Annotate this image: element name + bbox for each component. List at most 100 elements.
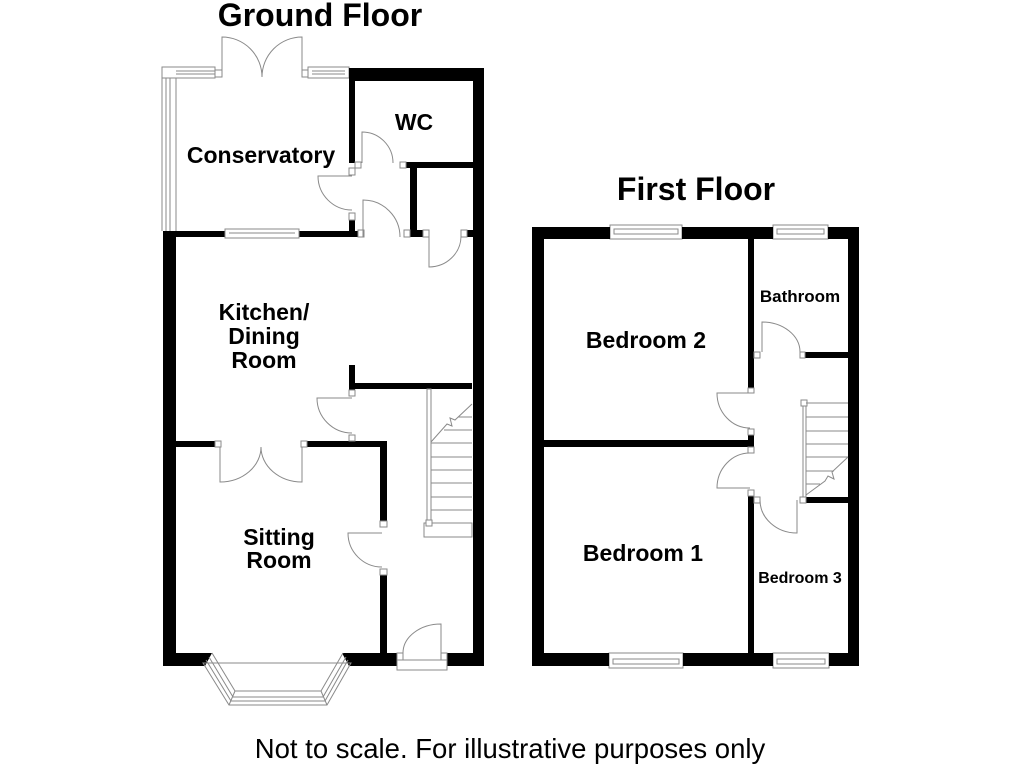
door-jamb xyxy=(214,440,222,448)
room-label-bathroom: Bathroom xyxy=(760,287,840,306)
hall-door-swing xyxy=(362,199,401,238)
door-jamb xyxy=(460,229,468,238)
door-jamb xyxy=(753,496,761,504)
wall-segment xyxy=(748,239,754,388)
door-jamb xyxy=(799,496,807,504)
ground-floor-staircase xyxy=(423,388,473,538)
room-label-bedroom-1: Bedroom 1 xyxy=(583,540,703,566)
sitting-room-door-swing xyxy=(347,532,383,568)
wall-segment xyxy=(806,497,848,503)
french-door-swing xyxy=(219,446,262,483)
first-floor: First Floor xyxy=(532,171,859,669)
door-jamb xyxy=(379,520,388,528)
front-door-swing xyxy=(402,623,442,654)
room-label-sitting-line-1: Sitting xyxy=(243,524,315,550)
wall-segment xyxy=(848,227,859,666)
room-label-bedroom-2: Bedroom 2 xyxy=(586,327,706,353)
door-jamb xyxy=(379,568,388,576)
room-label-kitchen-line-3: Room xyxy=(231,347,296,373)
conservatory-door-swing xyxy=(317,175,353,211)
wall-segment xyxy=(307,441,387,447)
french-door-swing xyxy=(261,36,303,78)
room-label-wc: WC xyxy=(395,109,433,135)
bay-window-pane xyxy=(208,656,347,698)
cupboard-door-swing xyxy=(428,235,462,268)
window xyxy=(772,224,829,240)
wc-door-swing xyxy=(361,131,394,164)
door-jamb xyxy=(399,161,407,169)
ground-floor: Ground Floor xyxy=(161,0,484,706)
door-jamb xyxy=(300,440,308,448)
room-label-conservatory: Conservatory xyxy=(187,142,335,168)
wall-segment xyxy=(532,227,544,666)
wall-segment xyxy=(683,653,773,666)
window-pane xyxy=(612,658,680,665)
french-door-swing xyxy=(260,446,303,483)
wall-segment xyxy=(406,162,473,168)
first-floor-staircase xyxy=(800,399,849,498)
wall-segment xyxy=(473,68,484,666)
bay-window xyxy=(202,652,352,706)
door-jamb xyxy=(747,387,755,394)
conservatory-side-window xyxy=(161,66,177,231)
wall-segment xyxy=(532,227,610,239)
wall-segment xyxy=(380,441,387,521)
window xyxy=(609,224,683,240)
wall-segment xyxy=(410,162,417,237)
door-jamb xyxy=(753,351,761,359)
door-jamb xyxy=(348,389,356,397)
bay-window-inner xyxy=(211,652,344,692)
wall-segment xyxy=(532,653,609,666)
door-jamb xyxy=(396,652,404,661)
first-floor-walls xyxy=(532,227,859,666)
wall-segment xyxy=(299,231,358,237)
wall-segment xyxy=(410,230,423,237)
window xyxy=(772,652,830,669)
stair-newel-post xyxy=(425,519,433,527)
wall-segment xyxy=(176,441,215,447)
disclaimer-text: Not to scale. For illustrative purposes … xyxy=(255,733,766,764)
bedroom-1-door-swing xyxy=(716,452,751,489)
front-door-step xyxy=(396,659,448,671)
wall-segment xyxy=(349,68,484,81)
conservatory-glazing xyxy=(161,36,350,231)
stair-treads xyxy=(806,402,848,485)
stair-bottom-step xyxy=(423,522,473,538)
room-label-kitchen-line-1: Kitchen/ xyxy=(219,299,310,325)
door-jamb xyxy=(214,69,223,78)
ground-floor-walls xyxy=(163,68,484,666)
window-pane xyxy=(776,228,825,235)
wall-segment xyxy=(342,653,397,666)
room-label-kitchen-line-2: Dining xyxy=(228,323,300,349)
window-pane xyxy=(776,658,826,665)
stair-handrail xyxy=(426,388,432,524)
bedroom-2-door-swing xyxy=(716,392,751,429)
wall-segment xyxy=(349,68,355,163)
french-door-swing xyxy=(221,36,263,78)
wall-segment xyxy=(805,352,848,358)
door-jamb xyxy=(348,212,356,221)
bay-window-mullion xyxy=(228,690,236,706)
stair-break-line xyxy=(805,456,849,496)
wall-segment xyxy=(163,653,212,666)
door-jamb xyxy=(747,489,755,497)
bedroom-3-door-swing xyxy=(759,499,798,534)
door-jamb xyxy=(301,69,309,78)
bay-window-pane xyxy=(205,659,349,702)
first-floor-doors xyxy=(716,321,801,534)
stair-break-line xyxy=(430,403,473,443)
wall-segment xyxy=(349,220,355,237)
room-label-sitting-line-2: Room xyxy=(246,547,311,573)
door-jamb xyxy=(747,446,755,454)
wall-segment xyxy=(544,440,754,447)
wall-segment xyxy=(349,365,355,390)
window xyxy=(161,66,216,79)
bay-window-mullion xyxy=(320,690,328,706)
wall-segment xyxy=(829,653,859,666)
stair-handrail xyxy=(802,402,807,498)
door-jamb xyxy=(348,167,356,176)
wall-segment xyxy=(163,231,225,237)
window xyxy=(608,652,684,669)
door-jamb xyxy=(422,229,430,238)
